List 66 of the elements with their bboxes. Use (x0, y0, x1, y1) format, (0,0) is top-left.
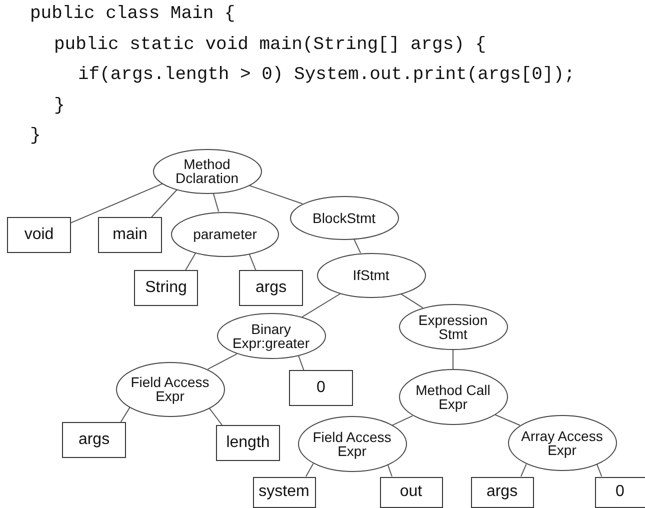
node-label: system (258, 483, 310, 501)
leaf-box (252, 476, 316, 508)
tree-link (452, 350, 454, 370)
tree-link (392, 415, 414, 426)
leaf-box (216, 425, 280, 461)
tree-link (354, 239, 362, 254)
tree-link (387, 464, 392, 477)
tree-link (248, 184, 303, 204)
leaf-box (239, 270, 303, 306)
node-label: Field Access Expr (312, 430, 392, 458)
node-label: args (486, 483, 518, 501)
tree-link (70, 183, 163, 224)
node-label: args (255, 279, 287, 297)
leaf-box (594, 476, 645, 508)
node-label: BlockStmt (312, 211, 376, 225)
node-label: length (226, 434, 270, 452)
node-label: void (24, 226, 54, 244)
node-label: out (400, 483, 422, 501)
node-label: main (112, 226, 148, 244)
node-label: Method Dclaration (174, 157, 240, 185)
tree-node (216, 313, 326, 359)
node-label: Expression Stmt (417, 313, 489, 341)
tree-link (120, 407, 130, 422)
node-label: args (78, 431, 110, 449)
code-line: public static void main(String[] args) { (54, 34, 486, 56)
tree-node (398, 304, 508, 350)
tree-link (596, 464, 602, 477)
node-label: 0 (616, 483, 624, 501)
node-label: Field Access Expr (130, 375, 210, 403)
tree-node (316, 252, 426, 298)
node-label: Method Call Expr (414, 383, 492, 411)
leaf-box (98, 217, 162, 253)
tree-link (494, 414, 520, 426)
tree-link (212, 192, 220, 212)
tree-link (248, 254, 256, 270)
tree-node (298, 416, 406, 472)
code-line: } (54, 95, 65, 117)
tree-node (398, 369, 508, 425)
code-line: public class Main { (30, 3, 236, 25)
node-label: Binary Expr:greater (231, 322, 311, 350)
tree-link (151, 189, 178, 218)
leaf-box (62, 422, 126, 458)
tree-node (290, 196, 398, 240)
tree-node (152, 148, 262, 194)
tree-node (116, 362, 224, 416)
tree-link (298, 355, 304, 370)
node-label: IfStmt (352, 268, 390, 282)
tree-node (508, 415, 616, 471)
tree-link (207, 353, 238, 370)
tree-link (520, 464, 527, 477)
leaf-box (380, 476, 442, 508)
tree-link (208, 408, 222, 426)
node-label: 0 (316, 379, 326, 397)
leaf-box (470, 476, 534, 508)
tree-node (171, 212, 279, 256)
leaf-box (134, 270, 198, 306)
leaf-box (289, 370, 353, 406)
code-line: if(args.length > 0) System.out.print(args[0]); (78, 64, 575, 86)
tree-link (400, 293, 424, 308)
node-label: Array Access Expr (520, 429, 604, 457)
code-line: } (30, 125, 41, 147)
tree-link (185, 252, 196, 270)
node-label: String (145, 279, 187, 297)
tree-link (305, 463, 314, 477)
node-label: parameter (193, 227, 257, 241)
leaf-box (7, 217, 71, 253)
